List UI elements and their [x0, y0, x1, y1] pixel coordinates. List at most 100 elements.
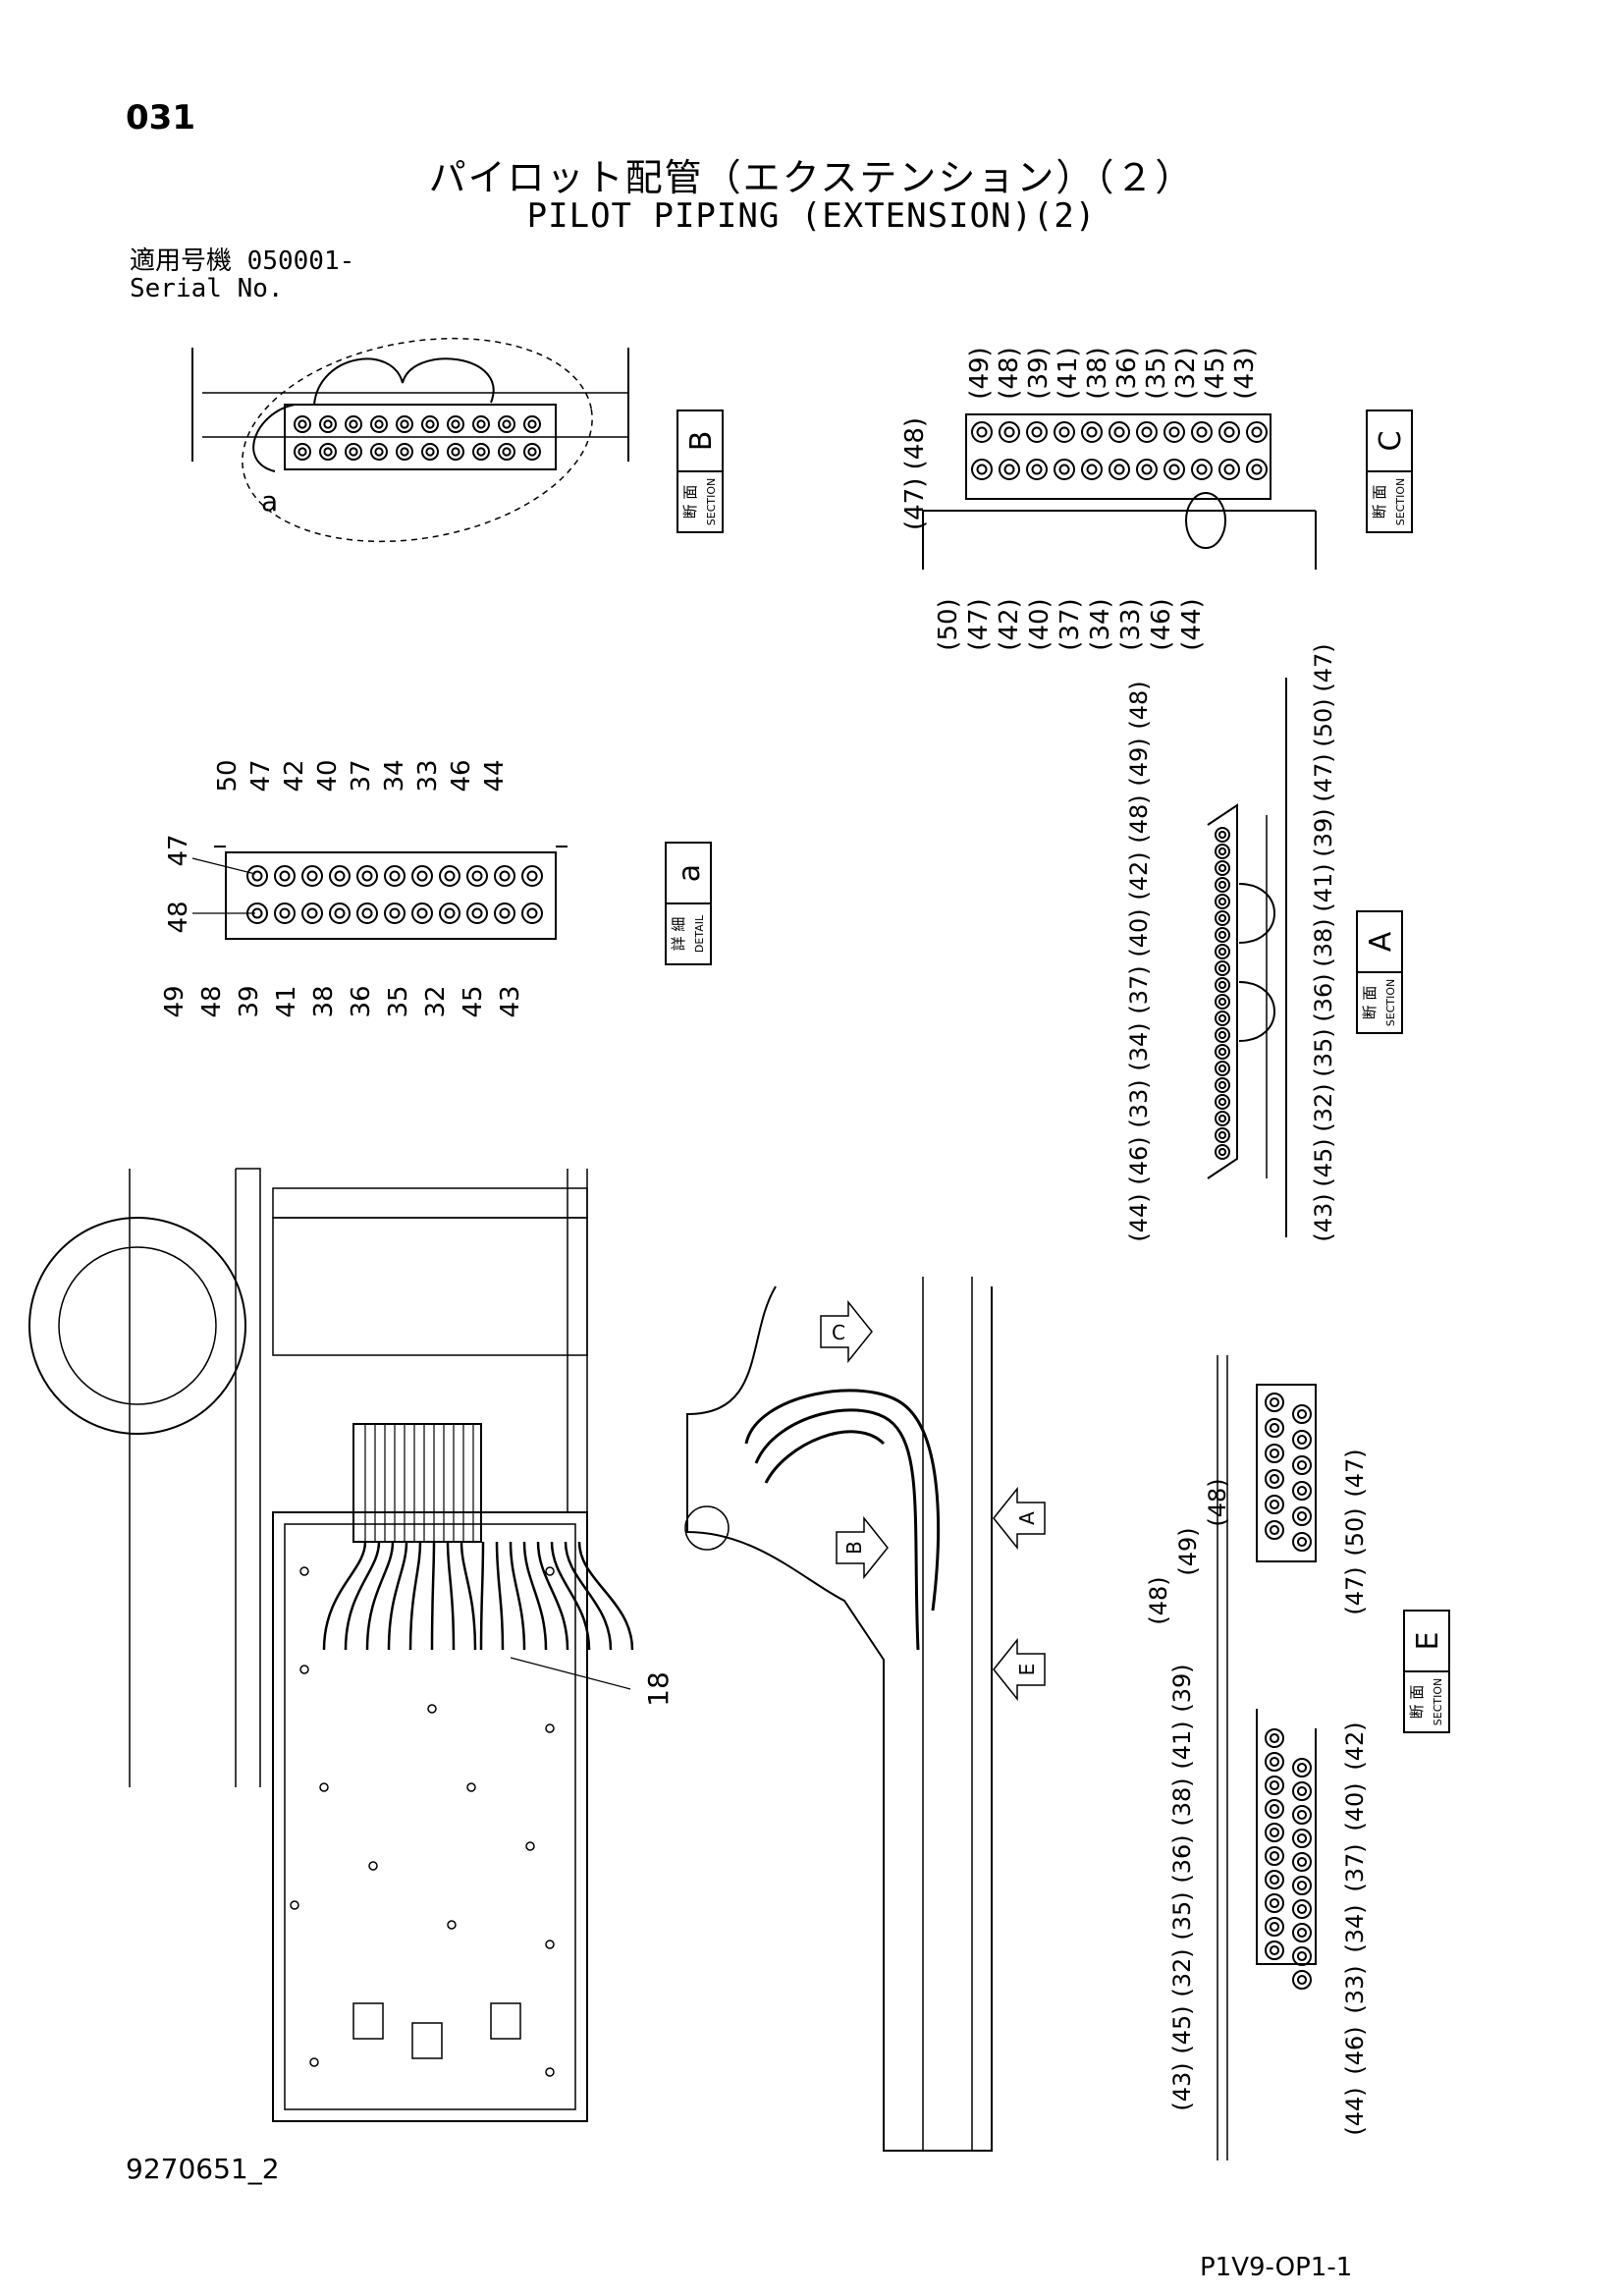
- port-fitting-inner: [1269, 1756, 1280, 1768]
- section-e-letter: E: [1411, 1632, 1445, 1651]
- port-fitting-inner: [1296, 1434, 1308, 1446]
- port-fitting: [1292, 1876, 1312, 1895]
- port-fitting: [274, 865, 296, 887]
- port-fitting-inner: [1217, 880, 1227, 890]
- main-frame-view: 18: [28, 1168, 675, 2122]
- section-a-left-label: (34): [1125, 1022, 1153, 1070]
- serial-info: 適用号機 050001- Serial No.: [130, 247, 354, 302]
- frame-bolts: [290, 1566, 555, 2077]
- port-fitting-inner: [1217, 830, 1227, 840]
- view-a-letter: A: [1015, 1511, 1039, 1525]
- port-fitting-inner: [323, 419, 333, 429]
- port-fitting: [294, 443, 311, 461]
- port-fitting: [1265, 1846, 1284, 1866]
- slewing-ring: [28, 1217, 246, 1435]
- detail-a-bottom-label: 43: [496, 985, 525, 1017]
- section-c-top-label: (36): [1112, 347, 1142, 399]
- port-fitting: [329, 865, 351, 887]
- detail-a-bottom-label: 38: [309, 985, 339, 1017]
- port-fitting-inner: [1296, 1950, 1308, 1962]
- port-fitting: [1265, 1444, 1284, 1463]
- port-fitting-inner: [416, 907, 428, 919]
- pilot-hose: [564, 1541, 613, 1651]
- port-fitting-inner: [1269, 1897, 1280, 1909]
- pilot-hose: [430, 1541, 436, 1651]
- port-fitting-inner: [374, 447, 384, 457]
- port-fitting: [1265, 1917, 1284, 1937]
- port-fitting: [1265, 1823, 1284, 1842]
- section-jp-label: 断 面: [1408, 1685, 1426, 1720]
- port-fitting-inner: [1269, 1803, 1280, 1815]
- view-arrow-b: B: [836, 1515, 889, 1580]
- port-fitting: [1215, 1094, 1230, 1110]
- port-fitting: [384, 902, 406, 924]
- port-fitting-inner: [298, 419, 307, 429]
- port-fitting: [521, 865, 543, 887]
- port-fitting: [1163, 421, 1185, 443]
- port-fitting-inner: [1086, 426, 1098, 438]
- port-fitting: [1054, 459, 1075, 480]
- port-fitting: [294, 415, 311, 433]
- port-fitting: [345, 415, 362, 433]
- port-fitting: [439, 865, 460, 887]
- pilot-hose: [365, 1541, 395, 1651]
- section-a-left-label: (40): [1125, 908, 1153, 957]
- port-fitting: [1265, 1752, 1284, 1772]
- port-fitting: [1215, 877, 1230, 893]
- port-fitting: [396, 415, 413, 433]
- port-fitting-inner: [1269, 1524, 1280, 1536]
- port-fitting-inner: [1296, 1408, 1308, 1420]
- port-fitting-inner: [1003, 426, 1015, 438]
- port-fitting-inner: [526, 907, 538, 919]
- section-a-letter: A: [1364, 931, 1398, 952]
- port-fitting: [246, 865, 268, 887]
- bolt-hole: [525, 1841, 535, 1851]
- port-fitting: [1109, 459, 1130, 480]
- manifold-ports: [294, 415, 541, 461]
- section-a-right-label: (38): [1310, 918, 1337, 966]
- port-fitting: [370, 415, 388, 433]
- section-c-top-label: (41): [1054, 347, 1083, 399]
- port-fitting: [421, 415, 439, 433]
- port-fitting: [356, 865, 378, 887]
- port-fitting: [999, 459, 1020, 480]
- port-fitting: [1215, 960, 1230, 976]
- pilot-hose: [577, 1541, 634, 1651]
- port-fitting: [447, 415, 464, 433]
- detail-a-bottom-label: 39: [235, 985, 264, 1017]
- section-jp-label: 断 面: [1371, 485, 1388, 519]
- bolt-hole: [299, 1665, 309, 1674]
- port-fitting: [1265, 1520, 1284, 1540]
- port-fitting-inner: [1217, 1080, 1227, 1090]
- port-fitting-inner: [1141, 464, 1153, 475]
- port-fitting: [494, 902, 515, 924]
- port-fitting: [345, 443, 362, 461]
- section-e-lower-right-label: (44): [1341, 2087, 1369, 2135]
- section-a-view: (44)(46)(33)(34)(37)(40)(42)(48)(49)(48)…: [1125, 643, 1337, 1241]
- detail-a-top-label: 33: [413, 759, 443, 792]
- port-fitting-inner: [1296, 1459, 1308, 1471]
- pilot-hose: [344, 1541, 381, 1651]
- port-fitting-inner: [1251, 426, 1263, 438]
- serial-label-en: Serial No.: [130, 274, 284, 303]
- bolt-hole: [447, 1920, 457, 1930]
- port-fitting: [1191, 421, 1213, 443]
- section-c-view: (49)(48)(39)(41)(38)(36)(35)(32)(45)(43)…: [900, 347, 1317, 651]
- section-en-label: SECTION: [705, 478, 718, 525]
- bolt-hole: [466, 1782, 476, 1792]
- section-c-letter: C: [1374, 431, 1408, 452]
- section-c-top-label: (45): [1201, 347, 1230, 399]
- port-fitting-inner: [425, 447, 435, 457]
- manifold-ports: [1265, 1393, 1312, 1990]
- section-c-top-label: (43): [1230, 347, 1260, 399]
- detail-a-top-label: 47: [246, 759, 276, 792]
- port-fitting-inner: [1217, 930, 1227, 940]
- port-fitting-inner: [476, 419, 486, 429]
- section-e-upper-right-label: (47): [1341, 1566, 1369, 1614]
- port-fitting-inner: [306, 870, 318, 882]
- port-fitting: [1215, 844, 1230, 859]
- port-fitting-inner: [1217, 1013, 1227, 1023]
- detail-a-top-label: 42: [280, 759, 309, 792]
- section-en-label: SECTION: [1394, 478, 1407, 525]
